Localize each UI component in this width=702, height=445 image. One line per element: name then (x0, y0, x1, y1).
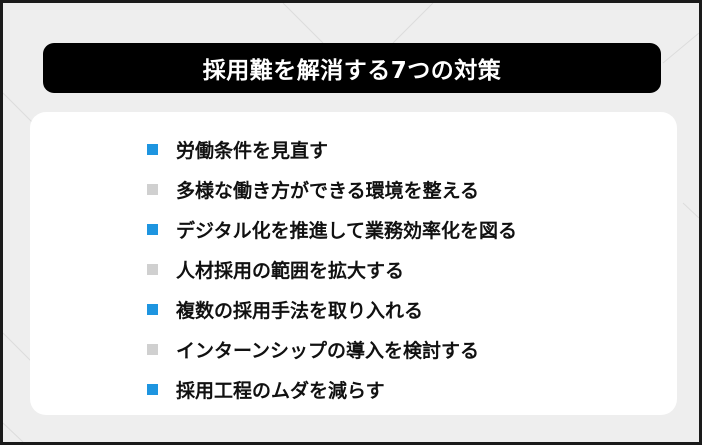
list-item: 労働条件を見直す (147, 129, 517, 169)
item-label: 複数の採用手法を取り入れる (176, 299, 424, 322)
page-title: 採用難を解消する7つの対策 (202, 58, 502, 84)
measures-list: 労働条件を見直す 多様な働き方ができる環境を整える デジタル化を推進して業務効率… (147, 129, 517, 409)
measures-card: 労働条件を見直す 多様な働き方ができる環境を整える デジタル化を推進して業務効率… (30, 112, 677, 415)
list-item: 人材採用の範囲を拡大する (147, 249, 517, 289)
square-bullet-icon (147, 303, 158, 315)
square-bullet-icon (147, 263, 158, 275)
item-label: 採用工程のムダを減らす (176, 379, 385, 402)
item-label: 多様な働き方ができる環境を整える (176, 179, 480, 202)
square-bullet-icon (147, 143, 158, 155)
square-bullet-icon (147, 223, 158, 235)
list-item: インターンシップの導入を検討する (147, 329, 517, 369)
item-label: デジタル化を推進して業務効率化を図る (176, 219, 518, 242)
square-bullet-icon (147, 183, 158, 195)
square-bullet-icon (147, 343, 158, 355)
list-item: デジタル化を推進して業務効率化を図る (147, 209, 517, 249)
item-label: 労働条件を見直す (176, 139, 329, 162)
list-item: 複数の採用手法を取り入れる (147, 289, 517, 329)
background-pattern (3, 3, 699, 442)
item-label: 人材採用の範囲を拡大する (176, 259, 405, 282)
item-label: インターンシップの導入を検討する (176, 339, 480, 362)
square-bullet-icon (147, 383, 158, 395)
list-item: 多様な働き方ができる環境を整える (147, 169, 517, 209)
title-banner: 採用難を解消する7つの対策 (43, 43, 661, 93)
list-item: 採用工程のムダを減らす (147, 369, 517, 409)
